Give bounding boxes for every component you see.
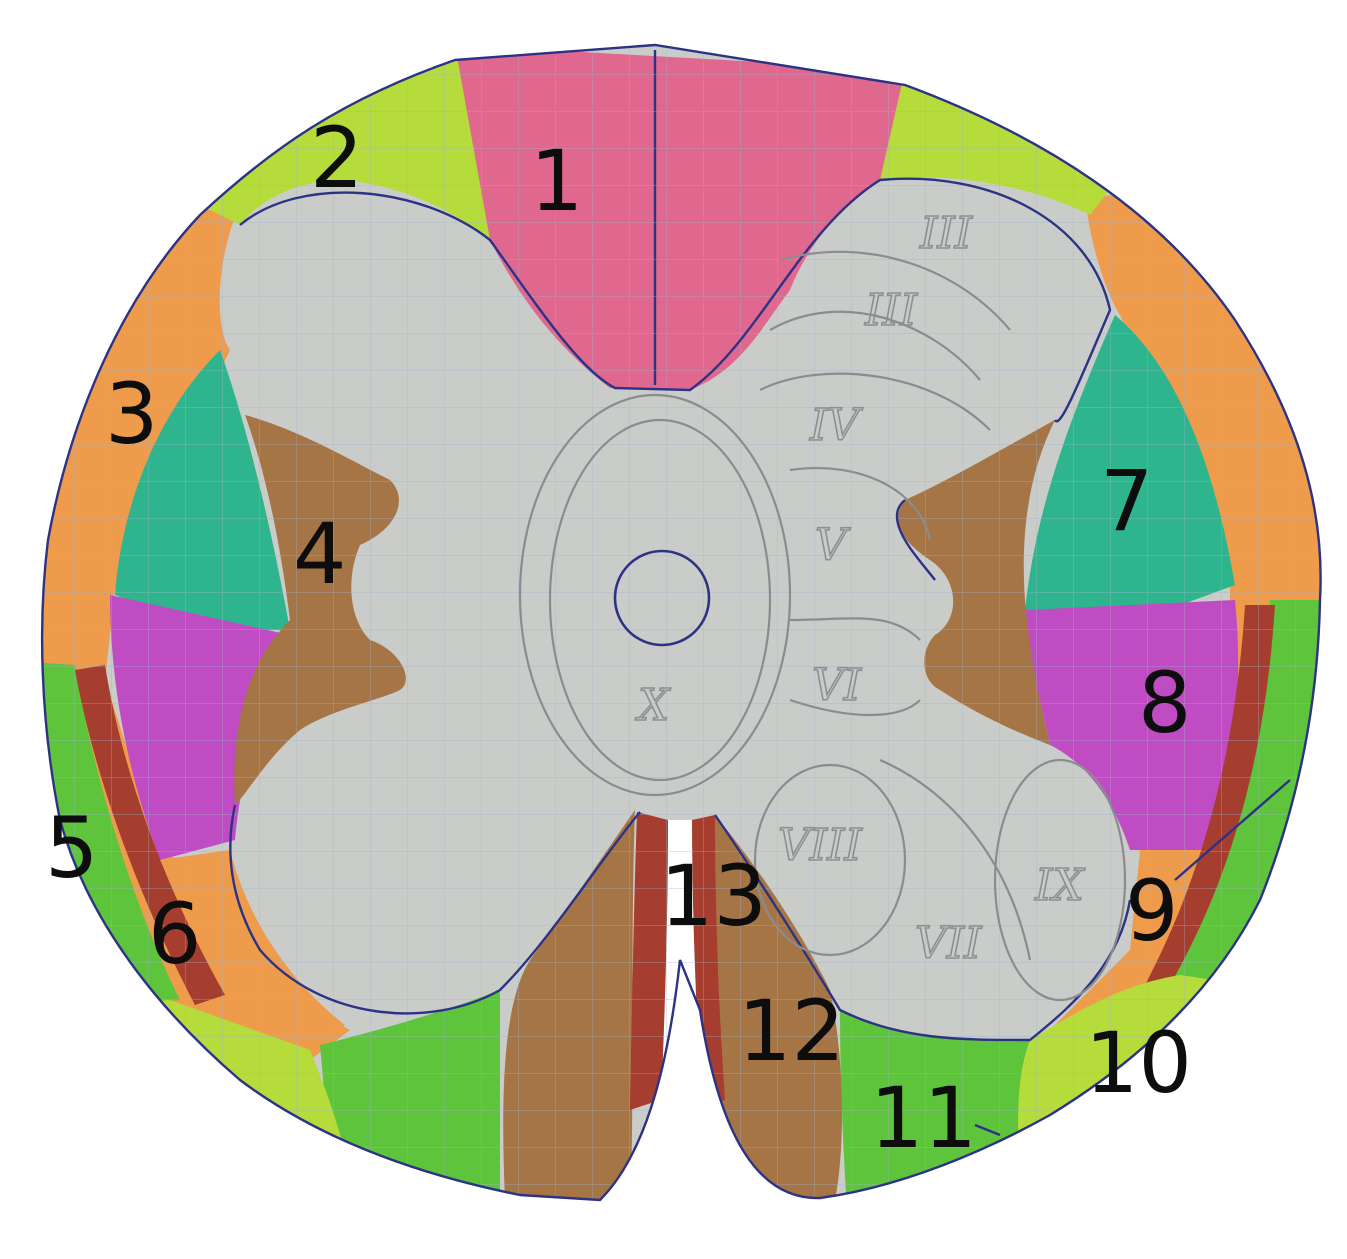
label-13: 13	[660, 847, 767, 945]
label-2: 2	[310, 109, 363, 207]
roman-vi: VI	[812, 660, 863, 711]
roman-ix: IX	[1034, 860, 1085, 911]
roman-x: X	[635, 680, 671, 731]
label-11: 11	[870, 1069, 977, 1167]
label-1: 1	[530, 132, 583, 230]
roman-v: V	[815, 520, 851, 571]
label-7: 7	[1100, 452, 1153, 550]
roman-iii-second: III	[864, 285, 919, 336]
label-6: 6	[148, 885, 201, 983]
roman-iii-top: III	[919, 208, 974, 259]
label-3: 3	[105, 365, 158, 463]
label-12: 12	[738, 982, 845, 1080]
label-9: 9	[1125, 862, 1178, 960]
label-8: 8	[1138, 654, 1191, 752]
roman-iv: IV	[809, 400, 863, 451]
label-5: 5	[45, 799, 98, 897]
roman-vii: VII	[915, 918, 983, 969]
roman-viii: VIII	[778, 820, 864, 871]
label-10: 10	[1085, 1014, 1192, 1112]
label-4: 4	[293, 505, 346, 603]
